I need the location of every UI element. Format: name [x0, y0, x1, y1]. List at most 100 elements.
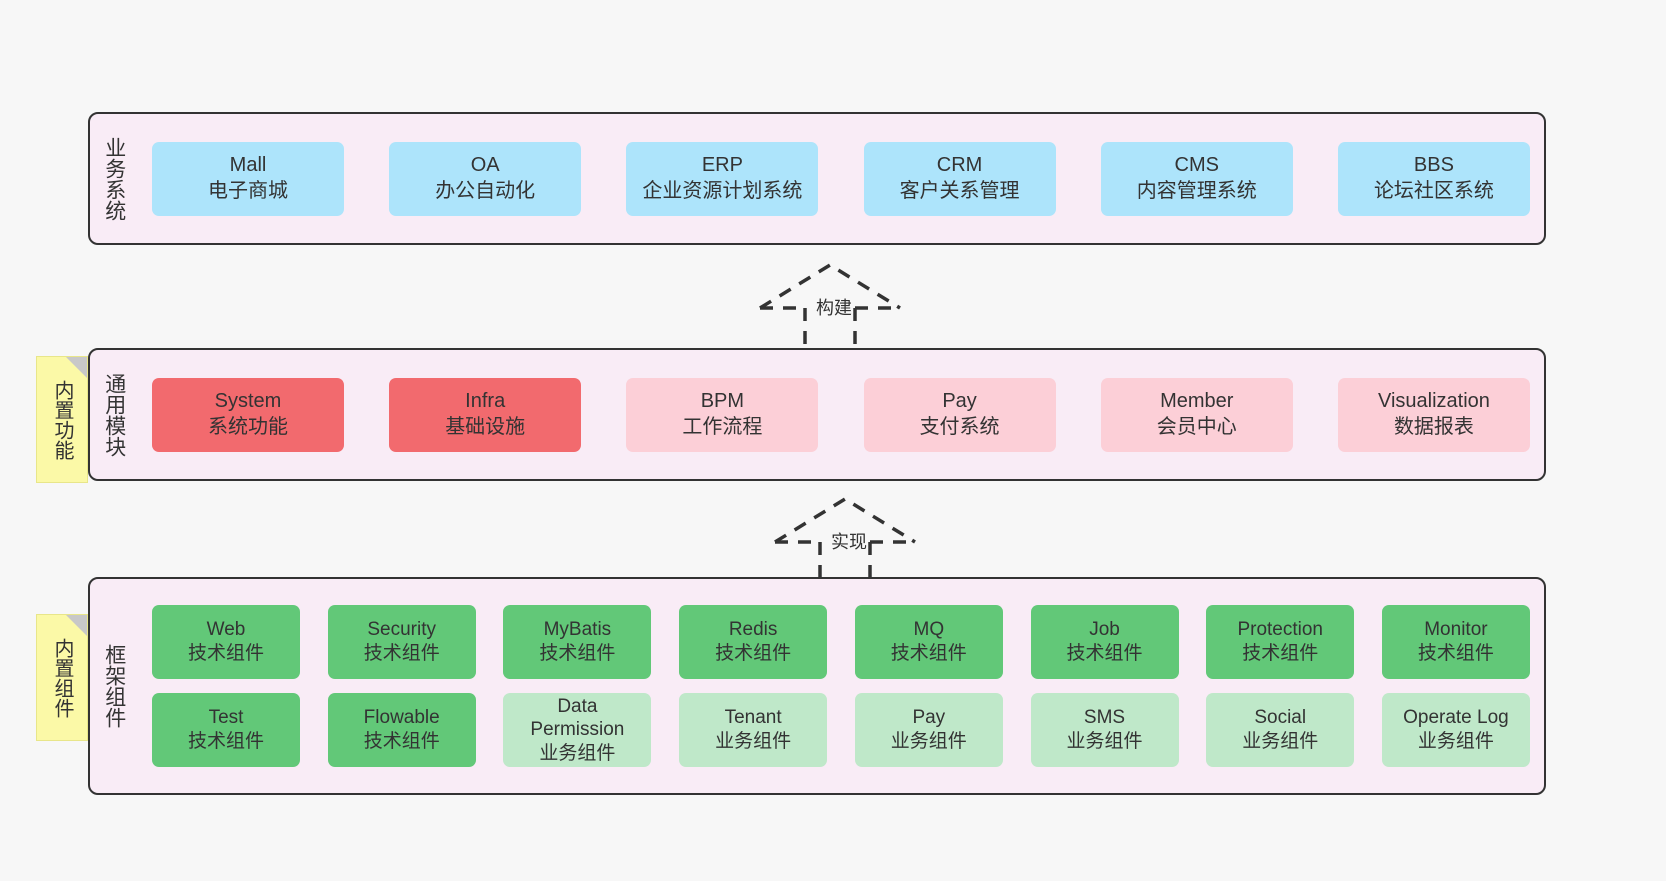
card-title: MyBatis: [543, 619, 612, 641]
card-title: Monitor: [1424, 619, 1488, 641]
card-data-permission[interactable]: Data Permission 业务组件: [503, 693, 652, 767]
card-bbs[interactable]: BBS 论坛社区系统: [1337, 141, 1530, 216]
card-subtitle: 技术组件: [539, 643, 616, 664]
card-protection[interactable]: Protection 技术组件: [1206, 605, 1355, 679]
card-social[interactable]: Social 业务组件: [1206, 693, 1355, 767]
card-title: Security: [367, 619, 437, 641]
layer-body-general-modules: System 系统功能 Infra 基础设施 BPM 工作流程 Pay 支付系统…: [138, 350, 1544, 479]
card-title: Member: [1160, 389, 1234, 412]
card-test[interactable]: Test 技术组件: [152, 693, 300, 767]
card-erp[interactable]: ERP 企业资源计划系统: [626, 141, 819, 216]
card-subtitle: 客户关系管理: [899, 179, 1020, 202]
card-subtitle: 论坛社区系统: [1373, 179, 1494, 202]
card-member[interactable]: Member 会员中心: [1100, 377, 1293, 452]
card-subtitle: 内容管理系统: [1136, 179, 1257, 202]
card-redis[interactable]: Redis 技术组件: [679, 605, 828, 679]
relation-build-arrow: 构建: [750, 258, 930, 350]
card-title: Infra: [465, 389, 506, 412]
relation-implement-arrow: 实现: [765, 492, 945, 584]
card-infra[interactable]: Infra 基础设施: [389, 377, 582, 452]
card-subtitle: 技术组件: [363, 643, 440, 664]
card-subtitle: 基础设施: [445, 415, 526, 438]
card-bpm[interactable]: BPM 工作流程: [626, 377, 819, 452]
card-job[interactable]: Job 技术组件: [1030, 605, 1179, 679]
sticky-note-builtin-functions: 内置功能: [36, 356, 88, 483]
card-title: BPM: [700, 389, 745, 412]
card-subtitle: 技术组件: [187, 731, 264, 752]
layer-business-systems: 业务系统 Mall 电子商城 OA 办公自动化 ERP 企业资源计划系统 CRM…: [88, 112, 1546, 245]
card-title: CRM: [936, 153, 983, 176]
card-tenant[interactable]: Tenant 业务组件: [679, 693, 828, 767]
card-oa[interactable]: OA 办公自动化: [389, 141, 582, 216]
card-subtitle: 技术组件: [715, 643, 792, 664]
card-subtitle: 工作流程: [682, 415, 763, 438]
card-web[interactable]: Web 技术组件: [152, 605, 300, 679]
card-subtitle: 系统功能: [208, 415, 288, 438]
card-subtitle: 业务组件: [1066, 731, 1143, 752]
card-row: Test 技术组件 Flowable 技术组件 Data Permission …: [152, 693, 1530, 767]
layer-general-modules: 通用模块 System 系统功能 Infra 基础设施 BPM 工作流程 Pay…: [88, 348, 1546, 481]
layer-label-framework-components: 框架组件: [102, 644, 126, 728]
relation-implement-label: 实现: [831, 532, 867, 552]
card-row: System 系统功能 Infra 基础设施 BPM 工作流程 Pay 支付系统…: [152, 377, 1530, 452]
layer-label-business-systems: 业务系统: [102, 136, 126, 221]
relation-build-label: 构建: [816, 298, 852, 318]
sticky-note-builtin-components: 内置组件: [36, 614, 88, 741]
card-title: Social: [1254, 707, 1307, 729]
card-subtitle: 业务组件: [1242, 731, 1319, 752]
card-monitor[interactable]: Monitor 技术组件: [1381, 605, 1530, 679]
card-title: CMS: [1174, 153, 1219, 176]
card-crm[interactable]: CRM 客户关系管理: [863, 141, 1056, 216]
card-subtitle: 办公自动化: [435, 179, 536, 202]
card-cms[interactable]: CMS 内容管理系统: [1100, 141, 1293, 216]
card-subtitle: 业务组件: [539, 742, 616, 764]
sticky-note-label: 内置功能: [51, 379, 73, 460]
card-subtitle: 技术组件: [1242, 643, 1319, 664]
card-subtitle: 技术组件: [1417, 643, 1494, 664]
card-subtitle: 业务组件: [1417, 731, 1494, 752]
card-sms[interactable]: SMS 业务组件: [1030, 693, 1179, 767]
card-flowable[interactable]: Flowable 技术组件: [327, 693, 476, 767]
card-subtitle: 企业资源计划系统: [642, 179, 803, 202]
card-pay-component[interactable]: Pay 业务组件: [854, 693, 1003, 767]
layer-body-framework-components: Web 技术组件 Security 技术组件 MyBatis 技术组件 Redi…: [138, 579, 1544, 793]
card-subtitle: 支付系统: [919, 415, 1000, 438]
card-subtitle: 业务组件: [890, 731, 967, 752]
card-subtitle: 数据报表: [1393, 415, 1474, 438]
card-mq[interactable]: MQ 技术组件: [854, 605, 1003, 679]
card-title: SMS: [1083, 707, 1126, 729]
dashed-hollow-arrow-icon: [759, 262, 901, 348]
sticky-note-label: 内置组件: [51, 637, 73, 718]
card-title: Mall: [229, 153, 267, 176]
card-title: Tenant: [724, 707, 782, 729]
card-subtitle: 会员中心: [1156, 415, 1237, 438]
card-title: Job: [1089, 619, 1120, 641]
card-pay[interactable]: Pay 支付系统: [863, 377, 1056, 452]
card-title: ERP: [701, 153, 743, 176]
card-subtitle: 技术组件: [1066, 643, 1143, 664]
card-subtitle: 技术组件: [187, 643, 264, 664]
card-operate-log[interactable]: Operate Log 业务组件: [1381, 693, 1530, 767]
card-title: Test: [208, 707, 244, 729]
card-title: Web: [206, 619, 246, 641]
dashed-hollow-arrow-icon: [774, 496, 916, 582]
card-title: Protection: [1237, 619, 1323, 641]
card-title: MQ: [913, 619, 945, 641]
card-mybatis[interactable]: MyBatis 技术组件: [503, 605, 652, 679]
layer-label-general-modules: 通用模块: [102, 372, 126, 457]
layer-framework-components: 框架组件 Web 技术组件 Security 技术组件 MyBatis 技术组件…: [88, 577, 1546, 795]
card-system[interactable]: System 系统功能: [152, 377, 344, 452]
card-subtitle: 电子商城: [208, 179, 288, 202]
card-title: Redis: [728, 619, 778, 641]
layer-body-business-systems: Mall 电子商城 OA 办公自动化 ERP 企业资源计划系统 CRM 客户关系…: [138, 114, 1544, 243]
card-visualization[interactable]: Visualization 数据报表: [1337, 377, 1530, 452]
card-security[interactable]: Security 技术组件: [327, 605, 476, 679]
card-title: Pay: [912, 707, 946, 729]
card-mall[interactable]: Mall 电子商城: [152, 141, 344, 216]
card-title: Pay: [942, 389, 977, 412]
card-subtitle: 业务组件: [715, 731, 792, 752]
card-row: Mall 电子商城 OA 办公自动化 ERP 企业资源计划系统 CRM 客户关系…: [152, 141, 1530, 216]
card-title: OA: [470, 153, 500, 176]
card-title: Operate Log: [1403, 707, 1509, 729]
